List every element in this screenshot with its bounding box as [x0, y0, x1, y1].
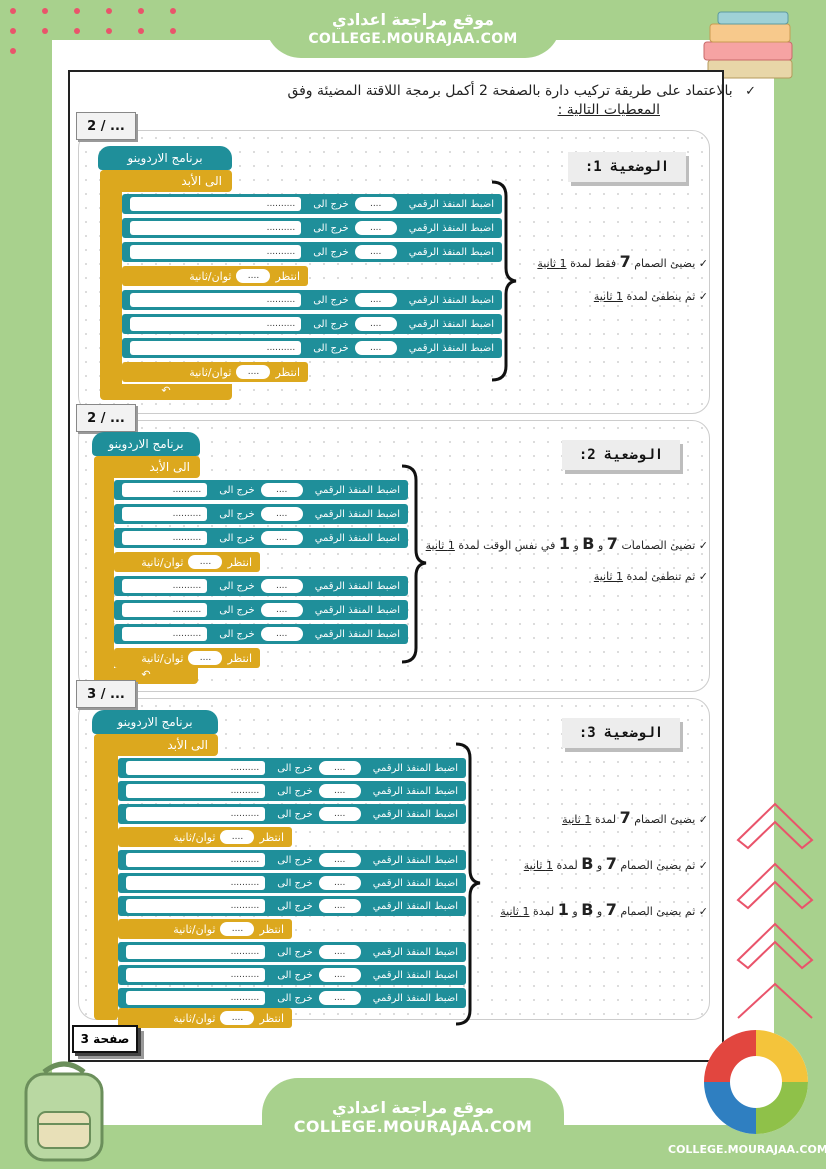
situation-3-title: الوضعية 3:	[562, 718, 680, 748]
statement: ✓ يضيئ الصمام 7 لمدة 1 ثانية	[562, 808, 708, 827]
pin-dropdown[interactable]: ..........	[126, 876, 266, 890]
forever-loop-block[interactable]	[94, 456, 114, 678]
digital-pin-row[interactable]: اضبط المنفذ الرقمي....خرج الى..........	[122, 242, 502, 262]
intro-line-1: بالاعتماد على طريقة تركيب دارة بالصفحة 2…	[287, 83, 733, 99]
books-icon	[703, 11, 793, 79]
wait-block[interactable]: انتظر....ثوان/ثانية	[114, 648, 260, 668]
program-block[interactable]: برنامج الاردوينو	[92, 432, 200, 456]
pin-dropdown[interactable]: ..........	[126, 761, 266, 775]
statement: ✓ ثم تنطفئ لمدة 1 ثانية	[593, 570, 708, 583]
digital-pin-row[interactable]: اضبط المنفذ الرقمي....خرج الى..........	[114, 504, 408, 524]
situation-1-score-tag: 2 / ...	[76, 112, 136, 140]
site-name-en: COLLEGE.MOURAJAA.COM	[308, 31, 518, 47]
program-block[interactable]: برنامج الاردوينو	[98, 146, 232, 170]
pin-dropdown[interactable]: ..........	[126, 945, 266, 959]
statement: ✓ ثم يضيئ الصمام 7 و B لمدة 1 ثانية	[523, 854, 708, 873]
wait-block[interactable]: انتظر....ثوان/ثانية	[118, 1008, 292, 1028]
digital-pin-row[interactable]: اضبط المنفذ الرقمي....خرج الى..........	[118, 873, 466, 893]
digital-pin-row[interactable]: اضبط المنفذ الرقمي....خرج الى..........	[114, 528, 408, 548]
pin-dropdown[interactable]: ..........	[126, 784, 266, 798]
pin-dropdown[interactable]: ..........	[130, 221, 302, 235]
intro-line-2: المعطيات التالية :	[557, 102, 660, 118]
pin-dropdown[interactable]: ..........	[122, 579, 208, 593]
curly-brace-icon	[455, 742, 481, 1026]
statement: ✓ تضيئ الصمامات 7 و B و 1 في نفس الوقت ل…	[425, 534, 708, 553]
intro-instruction: ✓ بالاعتماد على طريقة تركيب دارة بالصفحة…	[196, 78, 756, 105]
check-icon: ✓	[745, 84, 756, 99]
digital-pin-row[interactable]: اضبط المنفذ الرقمي....خرج الى..........	[118, 781, 466, 801]
site-name-ar: موقع مراجعة اعدادي	[331, 10, 495, 29]
digital-pin-row[interactable]: اضبط المنفذ الرقمي....خرج الى..........	[114, 600, 408, 620]
digital-pin-row[interactable]: اضبط المنفذ الرقمي....خرج الى..........	[122, 338, 502, 358]
pin-dropdown[interactable]: ..........	[130, 197, 302, 211]
pin-dropdown[interactable]: ..........	[130, 317, 302, 331]
pin-dropdown[interactable]: ..........	[126, 853, 266, 867]
pin-dropdown[interactable]: ..........	[130, 245, 302, 259]
digital-pin-row[interactable]: اضبط المنفذ الرقمي....خرج الى..........	[118, 850, 466, 870]
pin-dropdown[interactable]: ..........	[122, 603, 208, 617]
wait-block[interactable]: انتظر....ثوان/ثانية	[122, 362, 308, 382]
site-logo-text: COLLEGE.MOURAJAA.COM	[668, 1143, 826, 1156]
pin-dropdown[interactable]: ..........	[122, 531, 208, 545]
site-name-ar: موقع مراجعة اعدادي	[331, 1098, 495, 1117]
chevron-up-icon	[736, 802, 814, 1019]
pin-dropdown[interactable]: ..........	[126, 807, 266, 821]
digital-pin-row[interactable]: اضبط المنفذ الرقمي....خرج الى..........	[118, 942, 466, 962]
digital-pin-row[interactable]: اضبط المنفذ الرقمي....خرج الى..........	[122, 314, 502, 334]
loop-end-arrow-icon: ↶	[100, 384, 232, 400]
digital-pin-row[interactable]: اضبط المنفذ الرقمي....خرج الى..........	[114, 480, 408, 500]
site-banner-bottom[interactable]: موقع مراجعة اعدادي COLLEGE.MOURAJAA.COM	[262, 1078, 564, 1169]
site-name-en: COLLEGE.MOURAJAA.COM	[293, 1117, 533, 1136]
forever-label: الى الأبد	[100, 170, 232, 192]
situation-3-score-tag: 3 / ...	[76, 680, 136, 708]
pin-dropdown[interactable]: ..........	[122, 627, 208, 641]
site-logo-icon	[704, 1030, 808, 1134]
forever-loop-block[interactable]	[100, 170, 122, 398]
page-number-label: صفحة 3	[72, 1025, 138, 1053]
pin-dropdown[interactable]: ..........	[130, 293, 302, 307]
wait-block[interactable]: انتظر....ثوان/ثانية	[118, 827, 292, 847]
site-banner-top[interactable]: موقع مراجعة اعدادي COLLEGE.MOURAJAA.COM	[265, 0, 561, 58]
digital-pin-row[interactable]: اضبط المنفذ الرقمي....خرج الى..........	[118, 758, 466, 778]
pin-dropdown[interactable]: ..........	[126, 991, 266, 1005]
statement: ✓ ثم يضيئ الصمام 7 و B و 1 لمدة 1 ثانية	[500, 900, 708, 919]
digital-pin-row[interactable]: اضبط المنفذ الرقمي....خرج الى..........	[122, 290, 502, 310]
forever-label: الى الأبد	[94, 456, 200, 478]
backpack-icon	[24, 1061, 104, 1162]
forever-label: الى الأبد	[94, 734, 218, 756]
statement: ✓ ثم ينطفئ لمدة 1 ثانية	[593, 290, 708, 303]
situation-1-title: الوضعية 1:	[568, 152, 686, 182]
digital-pin-row[interactable]: اضبط المنفذ الرقمي....خرج الى..........	[114, 624, 408, 644]
wait-block[interactable]: انتظر....ثوان/ثانية	[122, 266, 308, 286]
curly-brace-icon	[491, 180, 517, 382]
digital-pin-row[interactable]: اضبط المنفذ الرقمي....خرج الى..........	[122, 218, 502, 238]
pin-dropdown[interactable]: ..........	[122, 483, 208, 497]
wait-block[interactable]: انتظر....ثوان/ثانية	[118, 919, 292, 939]
pin-dropdown[interactable]: ..........	[122, 507, 208, 521]
wait-block[interactable]: انتظر....ثوان/ثانية	[114, 552, 260, 572]
digital-pin-row[interactable]: اضبط المنفذ الرقمي....خرج الى..........	[118, 896, 466, 916]
program-block[interactable]: برنامج الاردوينو	[92, 710, 218, 734]
pin-dropdown[interactable]: ..........	[130, 341, 302, 355]
forever-loop-block[interactable]	[94, 734, 118, 1020]
digital-pin-row[interactable]: اضبط المنفذ الرقمي....خرج الى..........	[114, 576, 408, 596]
statement: ✓ يضيئ الصمام 7 فقط لمدة 1 ثانية	[537, 252, 708, 271]
situation-2-score-tag: 2 / ...	[76, 404, 136, 432]
pin-dropdown[interactable]: ..........	[126, 968, 266, 982]
digital-pin-row[interactable]: اضبط المنفذ الرقمي....خرج الى..........	[118, 988, 466, 1008]
situation-2-title: الوضعية 2:	[562, 440, 680, 470]
digital-pin-row[interactable]: اضبط المنفذ الرقمي....خرج الى..........	[122, 194, 502, 214]
pin-dropdown[interactable]: ..........	[126, 899, 266, 913]
digital-pin-row[interactable]: اضبط المنفذ الرقمي....خرج الى..........	[118, 804, 466, 824]
digital-pin-row[interactable]: اضبط المنفذ الرقمي....خرج الى..........	[118, 965, 466, 985]
curly-brace-icon	[401, 464, 427, 664]
